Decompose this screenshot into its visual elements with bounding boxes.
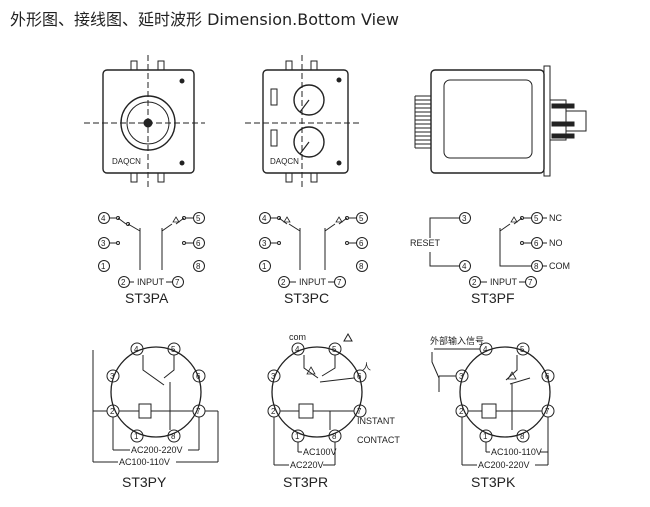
terminal-5: 5 <box>534 214 539 223</box>
st3pa-wiring: 4 3 1 5 6 8 2 INPUT 7 ST3PA <box>98 212 205 306</box>
st3py-name: ST3PY <box>122 474 167 490</box>
st3pk-ac-low: AC100-110V <box>491 447 542 457</box>
side-view <box>414 65 587 177</box>
terminal-3: 3 <box>262 239 267 248</box>
terminal-8: 8 <box>196 262 201 271</box>
terminal-7: 7 <box>357 407 362 416</box>
terminal-7: 7 <box>175 278 180 287</box>
terminal-5: 5 <box>196 214 201 223</box>
terminal-4: 4 <box>462 262 467 271</box>
terminal-7: 7 <box>545 407 550 416</box>
st3pr-socket: com 人 4 5 3 6 2 7 1 8 INSTANT CONTACT AC… <box>267 332 400 490</box>
st3pf-name: ST3PF <box>471 290 515 306</box>
terminal-6: 6 <box>196 372 201 381</box>
st3py-ac-low: AC100-110V <box>119 457 170 467</box>
terminal-7: 7 <box>337 278 342 287</box>
st3py-socket: 4 5 3 6 2 7 1 8 AC200-220V AC100-110V ST… <box>92 342 219 490</box>
terminal-8: 8 <box>332 432 337 441</box>
terminal-6: 6 <box>545 372 550 381</box>
st3pf-input-label: INPUT <box>490 277 518 287</box>
triangle-icon <box>343 332 353 342</box>
terminal-5: 5 <box>171 345 176 354</box>
st3pk-socket: 外部输入信号 4 5 3 6 2 7 1 8 AC100-110V AC200-… <box>430 335 555 490</box>
terminal-6: 6 <box>359 239 364 248</box>
terminal-2: 2 <box>472 278 477 287</box>
instant-label-1: INSTANT <box>357 416 395 426</box>
terminal-7: 7 <box>528 278 533 287</box>
brand-label-1: DAQCN <box>112 157 141 166</box>
terminal-2: 2 <box>121 278 126 287</box>
terminal-4: 4 <box>101 214 106 223</box>
terminal-5: 5 <box>359 214 364 223</box>
terminal-1: 1 <box>134 432 139 441</box>
com-label: COM <box>549 261 570 271</box>
terminal-3: 3 <box>271 372 276 381</box>
terminal-5: 5 <box>332 345 337 354</box>
terminal-1: 1 <box>101 262 106 271</box>
st3pc-input-label: INPUT <box>299 277 327 287</box>
st3pf-wiring: RESET 3 4 5 6 8 NC NO COM 2 INPUT 7 ST3P… <box>410 212 570 306</box>
reset-label: RESET <box>410 238 441 248</box>
terminal-3: 3 <box>101 239 106 248</box>
st3pc-front-view: DAQCN <box>245 55 360 190</box>
terminal-8: 8 <box>534 262 539 271</box>
terminal-6: 6 <box>534 239 539 248</box>
terminal-1: 1 <box>483 432 488 441</box>
st3pc-wiring: 4 3 1 5 6 8 2 INPUT 7 ST3PC <box>259 212 368 306</box>
terminal-6: 6 <box>196 239 201 248</box>
terminal-8: 8 <box>359 262 364 271</box>
st3pr-com-label: com <box>289 332 306 342</box>
no-label: NO <box>549 238 563 248</box>
terminal-3: 3 <box>110 372 115 381</box>
page-title: 外形图、接线图、延时波形 Dimension.Bottom View <box>10 10 399 29</box>
terminal-7: 7 <box>196 407 201 416</box>
st3pk-ac-high: AC200-220V <box>478 460 530 470</box>
st3pr-name: ST3PR <box>283 474 328 490</box>
st3pc-name: ST3PC <box>284 290 329 306</box>
terminal-5: 5 <box>520 345 525 354</box>
terminal-1: 1 <box>295 432 300 441</box>
terminal-3: 3 <box>462 214 467 223</box>
st3pa-name: ST3PA <box>125 290 169 306</box>
nc-label: NC <box>549 213 562 223</box>
terminal-3: 3 <box>459 372 464 381</box>
st3pa-front-view: DAQCN <box>84 55 205 190</box>
st3pr-ac220: AC220V <box>290 460 324 470</box>
terminal-6: 6 <box>357 372 362 381</box>
terminal-2: 2 <box>271 407 276 416</box>
instant-label-2: CONTACT <box>357 435 400 445</box>
terminal-2: 2 <box>110 407 115 416</box>
ext-signal-label: 外部输入信号 <box>430 335 484 346</box>
st3pk-name: ST3PK <box>471 474 516 490</box>
terminal-1: 1 <box>262 262 267 271</box>
terminal-4: 4 <box>262 214 267 223</box>
st3py-ac-high: AC200-220V <box>131 445 183 455</box>
st3pa-input-label: INPUT <box>137 277 165 287</box>
star-symbol: 人 <box>362 362 371 372</box>
terminal-4: 4 <box>295 345 300 354</box>
terminal-2: 2 <box>281 278 286 287</box>
terminal-4: 4 <box>134 345 139 354</box>
st3pr-ac100: AC100V <box>303 447 337 457</box>
terminal-2: 2 <box>459 407 464 416</box>
terminal-8: 8 <box>520 432 525 441</box>
brand-label-2: DAQCN <box>270 157 299 166</box>
terminal-8: 8 <box>171 432 176 441</box>
terminal-4: 4 <box>483 345 488 354</box>
